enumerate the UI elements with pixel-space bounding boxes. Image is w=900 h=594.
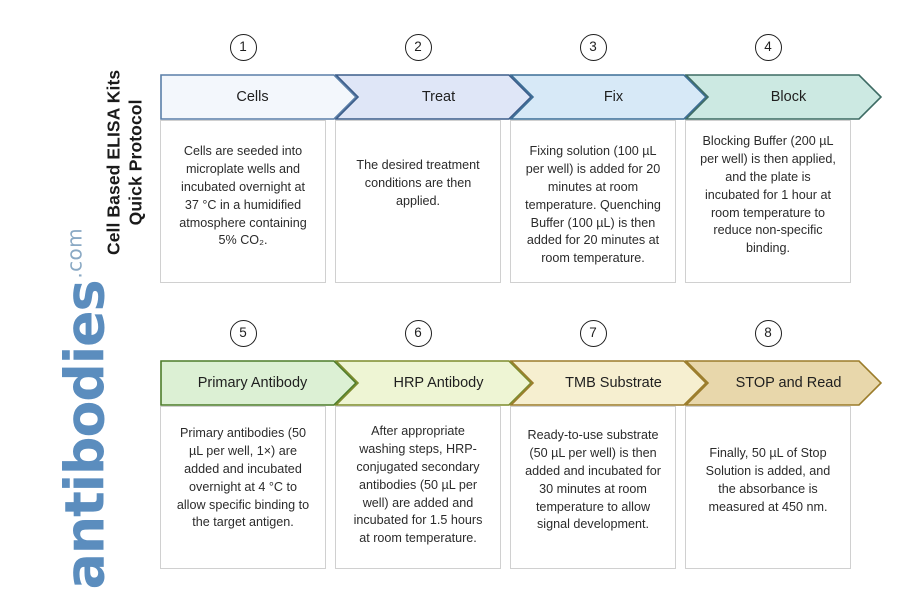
step-label-7: TMB Substrate	[565, 375, 662, 391]
step-chevron-8[interactable]: STOP and Read	[685, 360, 882, 406]
step-chevron-5[interactable]: Primary Antibody	[160, 360, 357, 406]
chevron-shape	[685, 360, 882, 406]
step-number-6: 6	[404, 320, 432, 347]
step-label-3: Fix	[603, 89, 624, 105]
chevron-shape	[160, 360, 357, 406]
logo-tld: .com	[62, 227, 87, 279]
chevron-shape	[335, 360, 532, 406]
step-chevron-1[interactable]: Cells	[160, 74, 357, 120]
step-number-8: 8	[754, 320, 782, 347]
step-label-5: Primary Antibody	[197, 375, 308, 391]
step-chevron-2[interactable]: Treat	[335, 74, 532, 120]
step-chevron-4[interactable]: Block	[685, 74, 882, 120]
step-description-6: After appropriate washing steps, HRP-con…	[335, 406, 501, 569]
step-chevron-7[interactable]: TMB Substrate	[510, 360, 707, 406]
step-number-2: 2	[404, 34, 432, 61]
chevron-shape	[510, 74, 707, 120]
step-chevron-3[interactable]: Fix	[510, 74, 707, 120]
step-description-2: The desired treatment conditions are the…	[335, 120, 501, 283]
step-chevron-6[interactable]: HRP Antibody	[335, 360, 532, 406]
logo-wordmark: antibodies	[53, 280, 117, 590]
step-number-7: 7	[579, 320, 607, 347]
step-description-8: Finally, 50 µL of Stop Solution is added…	[685, 406, 851, 569]
step-number-5: 5	[229, 320, 257, 347]
chevron-shape	[160, 74, 357, 120]
step-label-8: STOP and Read	[735, 375, 842, 391]
step-label-4: Block	[770, 89, 807, 105]
step-label-6: HRP Antibody	[393, 375, 484, 391]
step-description-4: Blocking Buffer (200 µL per well) is the…	[685, 120, 851, 283]
step-description-7: Ready-to-use substrate (50 µL per well) …	[510, 406, 676, 569]
chevron-shape	[685, 74, 882, 120]
page-title-line-2: Quick Protocol	[126, 99, 146, 226]
step-number-3: 3	[579, 34, 607, 61]
step-description-5: Primary antibodies (50 µL per well, 1×) …	[160, 406, 326, 569]
step-description-3: Fixing solution (100 µL per well) is add…	[510, 120, 676, 283]
brand-logo: antibodies.com	[0, 228, 150, 590]
step-number-1: 1	[229, 34, 257, 61]
chevron-shape	[510, 360, 707, 406]
step-label-2: Treat	[421, 89, 456, 105]
step-description-1: Cells are seeded into microplate wells a…	[160, 120, 326, 283]
step-label-1: Cells	[236, 89, 269, 105]
step-number-4: 4	[754, 34, 782, 61]
page-title-line-1: Cell Based ELISA Kits	[103, 69, 124, 256]
chevron-shape	[335, 74, 532, 120]
